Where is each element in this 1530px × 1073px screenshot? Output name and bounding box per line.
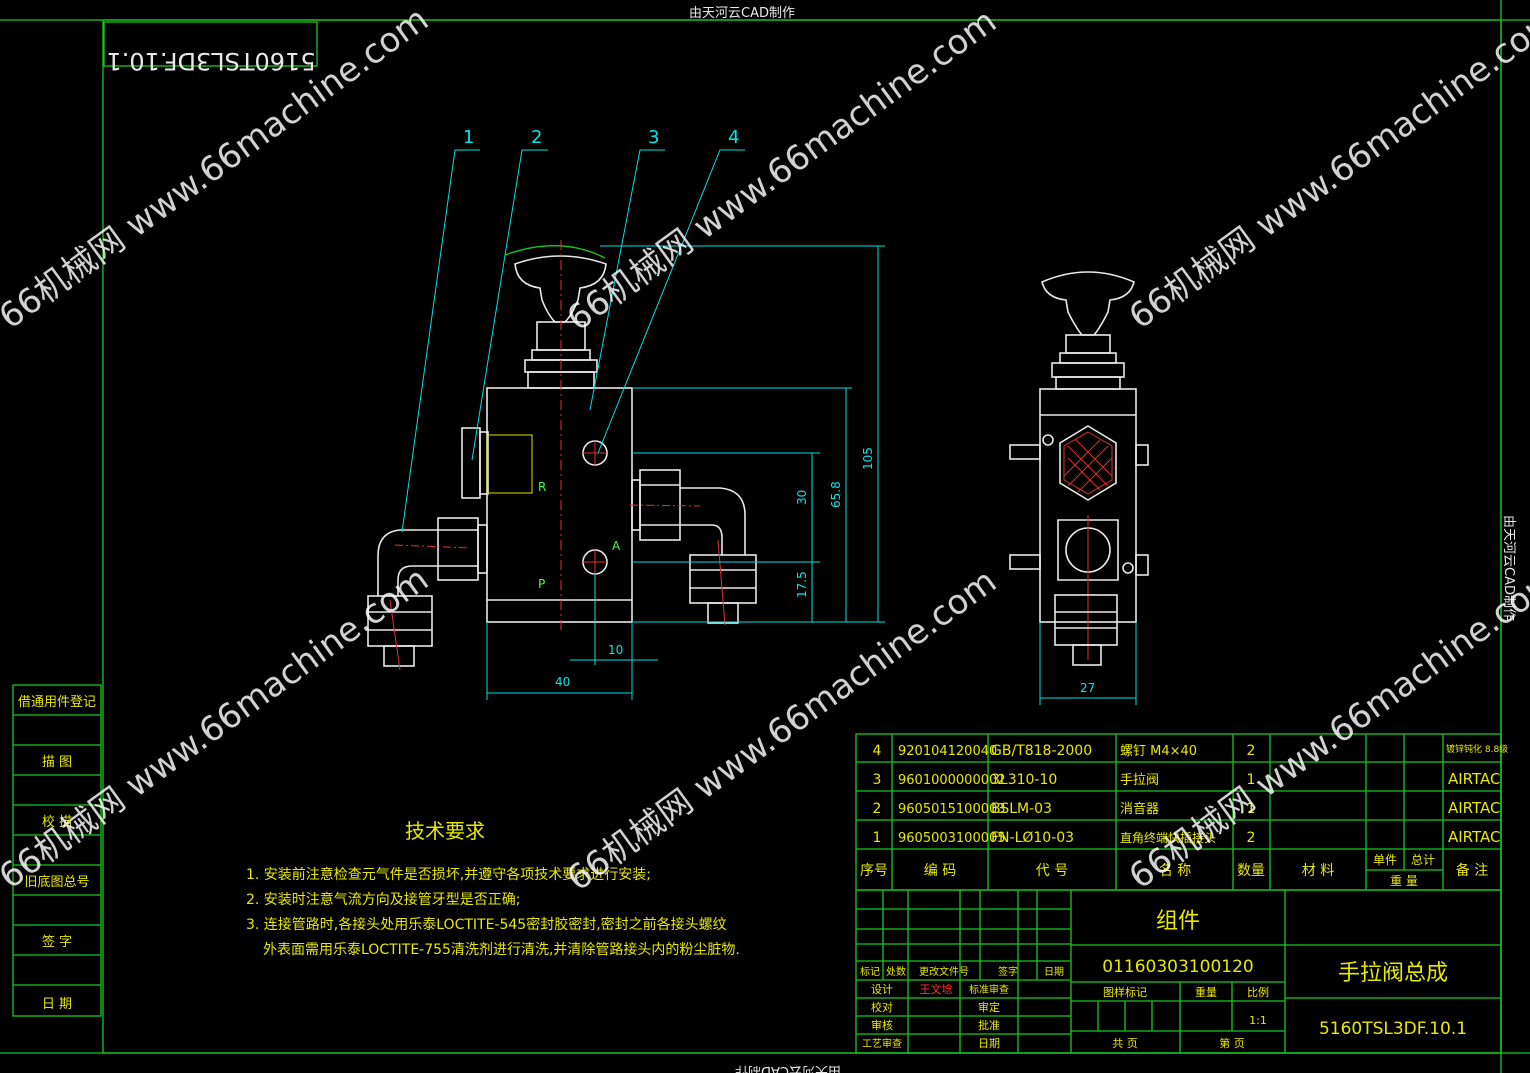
watermarks: 66机械网 www.66machine.com 66机械网 www.66mach… bbox=[0, 0, 1530, 899]
bom-header: 总计 bbox=[1411, 853, 1435, 867]
bom-header: 编 码 bbox=[924, 863, 956, 879]
rev-label: 日期 bbox=[1044, 966, 1064, 978]
bom-name: 消音器 bbox=[1120, 801, 1159, 817]
drawing-number: 5160TSL3DF.10.1 bbox=[1319, 1019, 1467, 1039]
tech-note: 3. 连接管路时,各接头处用乐泰LOCTITE-545密封胶密封,密封之前各接头… bbox=[246, 916, 727, 933]
role-label: 日期 bbox=[978, 1037, 1000, 1050]
role-label: 标准审查 bbox=[969, 983, 1009, 996]
bom-note: AIRTAC bbox=[1448, 799, 1501, 817]
bottom-banner: 由天河云CAD制作 bbox=[735, 1063, 841, 1073]
bom-code: 9601000000002 bbox=[898, 773, 1006, 788]
dim-10: 10 bbox=[608, 643, 623, 657]
dim-27: 27 bbox=[1080, 681, 1095, 695]
leader-number: 4 bbox=[728, 127, 739, 148]
role-label: 设计 bbox=[871, 983, 893, 996]
technical-requirements: 技术要求 1. 安装前注意检查元气件是否损坏,并遵守各项技术要求进行安装; 2.… bbox=[246, 819, 740, 958]
bom-no: 4 bbox=[873, 743, 882, 759]
port-p-label: P bbox=[538, 577, 545, 591]
dim-30: 30 bbox=[795, 490, 809, 505]
strip-label: 校 描 bbox=[42, 814, 72, 830]
bom-name: 直角终端快插接头 bbox=[1120, 830, 1216, 845]
bom-std: GB/T818-2000 bbox=[991, 743, 1092, 759]
front-view: R P A 1 2 3 4 bbox=[367, 127, 885, 700]
bom-code: 920104120040 bbox=[898, 744, 997, 759]
leader-number: 3 bbox=[648, 127, 659, 148]
bom-header: 序号 bbox=[860, 863, 888, 879]
watermark: 66机械网 www.66machine.com bbox=[560, 1, 1004, 339]
bom-table: 4 920104120040 GB/T818-2000 螺钉 M4×40 2 镀… bbox=[855, 733, 1508, 891]
bom-header: 代 号 bbox=[1036, 863, 1068, 879]
bom-std: FN-LØ10-03 bbox=[991, 830, 1074, 846]
leader-number: 2 bbox=[531, 127, 542, 148]
rev-label: 签字 bbox=[998, 965, 1018, 978]
rev-label: 处数 bbox=[886, 965, 906, 978]
scale-label: 比例 bbox=[1247, 985, 1269, 999]
sheets-total-label: 共 页 bbox=[1112, 1037, 1138, 1050]
strip-label: 旧底图总号 bbox=[24, 874, 89, 890]
rev-label: 更改文件号 bbox=[919, 965, 969, 978]
role-label: 校对 bbox=[871, 1000, 893, 1014]
bom-name: 手拉阀 bbox=[1120, 773, 1159, 788]
bom-note: 镀锌钝化 8.8级 bbox=[1446, 743, 1508, 755]
top-banner: 由天河云CAD制作 bbox=[689, 6, 795, 21]
watermark: 66机械网 www.66machine.com bbox=[1122, 0, 1530, 337]
leader-number: 1 bbox=[463, 127, 474, 148]
stage-label: 图样标记 bbox=[1103, 985, 1147, 999]
bom-qty: 2 bbox=[1247, 743, 1256, 759]
assembly-code: 01160303100120 bbox=[1102, 957, 1253, 977]
tech-note: 外表面需用乐泰LOCTITE-755清洗剂进行清洗,并清除管路接头内的粉尘脏物. bbox=[263, 941, 740, 958]
dim-40: 40 bbox=[555, 675, 570, 689]
role-label: 批准 bbox=[978, 1018, 1000, 1032]
bom-qty: 1 bbox=[1247, 772, 1256, 788]
bom-no: 2 bbox=[873, 801, 882, 817]
tech-title: 技术要求 bbox=[405, 819, 485, 843]
role-label: 审核 bbox=[871, 1018, 893, 1032]
strip-label: 签 字 bbox=[42, 934, 72, 950]
drawing-title: 手拉阀总成 bbox=[1338, 961, 1448, 986]
watermark: 66机械网 www.66machine.com bbox=[1122, 559, 1530, 897]
weight-label: 重量 bbox=[1195, 985, 1217, 999]
scale-value: 1:1 bbox=[1249, 1014, 1267, 1027]
tech-note: 1. 安装前注意检查元气件是否损坏,并遵守各项技术要求进行安装; bbox=[246, 866, 651, 883]
assembly-type: 组件 bbox=[1156, 909, 1200, 934]
bom-header: 名 称 bbox=[1159, 863, 1191, 879]
port-r-label: R bbox=[538, 480, 546, 494]
bom-note: AIRTAC bbox=[1448, 828, 1501, 846]
watermark: 66机械网 www.66machine.com bbox=[0, 559, 436, 897]
tech-note: 2. 安装时注意气流方向及接管牙型是否正确; bbox=[246, 891, 521, 908]
bom-header: 数量 bbox=[1237, 863, 1265, 879]
title-block: 标记 处数 更改文件号 签字 日期 设计 校对 审核 工艺审查 王文埝 标准审查… bbox=[855, 889, 1502, 1054]
bom-header: 备 注 bbox=[1456, 862, 1488, 879]
dim-17-5: 17.5 bbox=[795, 571, 809, 598]
bom-std: BSLM-03 bbox=[991, 801, 1052, 817]
rev-label: 标记 bbox=[860, 966, 880, 978]
dim-65-8: 65.8 bbox=[829, 481, 843, 508]
bom-code: 9605015100003 bbox=[898, 802, 1006, 817]
right-banner: 由天河云CAD制作 bbox=[1501, 515, 1516, 621]
sheet-number-label: 第 页 bbox=[1219, 1036, 1245, 1050]
mirrored-drawing-code: 5160TSL3DF.10.1 bbox=[106, 47, 315, 75]
bom-no: 1 bbox=[873, 830, 882, 846]
strip-label: 借通用件登记 bbox=[18, 695, 96, 710]
bom-name: 螺钉 M4×40 bbox=[1120, 744, 1197, 759]
bom-header: 材 料 bbox=[1302, 863, 1334, 879]
role-label: 审定 bbox=[978, 1000, 1000, 1014]
strip-label: 描 图 bbox=[42, 755, 72, 770]
bom-code: 9605003100005 bbox=[898, 831, 1006, 846]
bom-std: 3L310-10 bbox=[991, 772, 1057, 788]
bom-note: AIRTAC bbox=[1448, 770, 1501, 788]
bom-header: 单件 bbox=[1373, 853, 1397, 867]
dim-105: 105 bbox=[861, 447, 875, 470]
bom-qty: 1 bbox=[1247, 801, 1256, 817]
left-approval-strip: 借通用件登记 描 图 校 描 旧底图总号 签 字 日 期 bbox=[12, 684, 102, 1017]
bom-header: 重 量 bbox=[1390, 874, 1418, 888]
role-label: 工艺审查 bbox=[862, 1037, 902, 1050]
bom-qty: 2 bbox=[1247, 830, 1256, 846]
side-view: 27 bbox=[1009, 271, 1149, 705]
bom-no: 3 bbox=[873, 772, 882, 788]
port-a-label: A bbox=[612, 539, 621, 553]
designer-name: 王文埝 bbox=[920, 982, 953, 996]
strip-label: 日 期 bbox=[42, 997, 72, 1012]
